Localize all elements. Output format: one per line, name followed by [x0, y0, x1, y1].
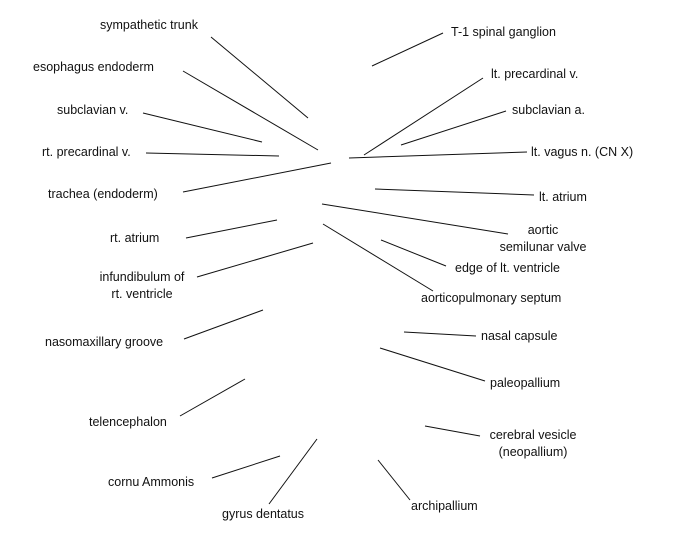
leader-line-infundibulum: [196, 242, 314, 278]
label-aortic-line-1: aortic: [527, 223, 559, 237]
label-cerebral-vesicle-neopallium: cerebral vesicle (neopallium): [473, 427, 593, 461]
leader-line-cornu-ammonis: [211, 455, 281, 479]
leader-line-esophagus-endoderm: [182, 70, 319, 151]
leader-line-sympathetic-trunk: [210, 36, 309, 119]
leader-line-rt-atrium: [185, 219, 278, 239]
leader-line-aorticopulmonary-septum: [322, 223, 434, 292]
leader-line-subclavian-v: [142, 112, 263, 143]
label-aorticopulmonary-septum: aorticopulmonary septum: [421, 291, 562, 305]
label-sympathetic-trunk: sympathetic trunk: [100, 18, 198, 32]
leader-line-gyrus-dentatus: [268, 438, 318, 505]
leader-line-subclavian-a: [400, 110, 507, 146]
leader-line-trachea-endoderm: [182, 162, 332, 193]
label-nasal-capsule: nasal capsule: [481, 329, 558, 343]
leader-line-archipallium: [377, 459, 411, 501]
label-rt-atrium: rt. atrium: [110, 231, 160, 245]
label-aortic-semilunar-valve: aortic semilunar valve: [488, 222, 598, 256]
label-telencephalon: telencephalon: [89, 415, 167, 429]
label-paleopallium: paleopallium: [490, 376, 561, 390]
leader-line-lt-vagus-n: [348, 151, 528, 159]
label-t1-spinal-ganglion: T-1 spinal ganglion: [451, 25, 556, 39]
leader-line-telencephalon: [179, 378, 246, 417]
label-archipallium: archipallium: [411, 499, 478, 513]
label-lt-precardinal-v: lt. precardinal v.: [491, 67, 579, 81]
label-subclavian-a: subclavian a.: [512, 103, 585, 117]
label-lt-atrium: lt. atrium: [539, 190, 587, 204]
leader-line-rt-precardinal-v: [145, 152, 280, 157]
label-esophagus-endoderm: esophagus endoderm: [33, 60, 154, 74]
leader-line-t1-spinal-ganglion: [371, 32, 444, 67]
leader-line-nasal-capsule: [403, 331, 477, 337]
leader-line-lt-atrium: [374, 188, 535, 196]
label-cerebral-vesicle-line-2: (neopallium): [498, 445, 568, 459]
label-cornu-ammonis: cornu Ammonis: [108, 475, 195, 489]
label-edge-of-lt-ventricle: edge of lt. ventricle: [455, 261, 560, 275]
leader-line-aortic-semilunar-valve: [321, 203, 509, 235]
leader-line-edge-lt-ventricle: [380, 239, 447, 267]
label-rt-precardinal-v: rt. precardinal v.: [42, 145, 131, 159]
label-subclavian-v: subclavian v.: [57, 103, 129, 117]
label-cerebral-vesicle-line-1: cerebral vesicle: [489, 428, 577, 442]
label-infundibulum-of-rt-ventricle: infundibulum of rt. ventricle: [92, 269, 192, 303]
leader-line-nasomaxillary-groove: [183, 309, 264, 340]
leader-line-paleopallium: [379, 347, 486, 382]
label-nasomaxillary-groove: nasomaxillary groove: [45, 335, 164, 349]
label-infundibulum-line-2: rt. ventricle: [111, 287, 173, 301]
leader-line-cerebral-vesicle: [424, 425, 481, 437]
label-gyrus-dentatus: gyrus dentatus: [222, 507, 304, 521]
label-aortic-line-2: semilunar valve: [499, 240, 587, 254]
leader-line-lt-precardinal-v: [363, 77, 484, 156]
label-trachea-endoderm: trachea (endoderm): [48, 187, 158, 201]
label-infundibulum-line-1: infundibulum of: [99, 270, 185, 284]
label-lt-vagus-n: lt. vagus n. (CN X): [531, 145, 634, 159]
